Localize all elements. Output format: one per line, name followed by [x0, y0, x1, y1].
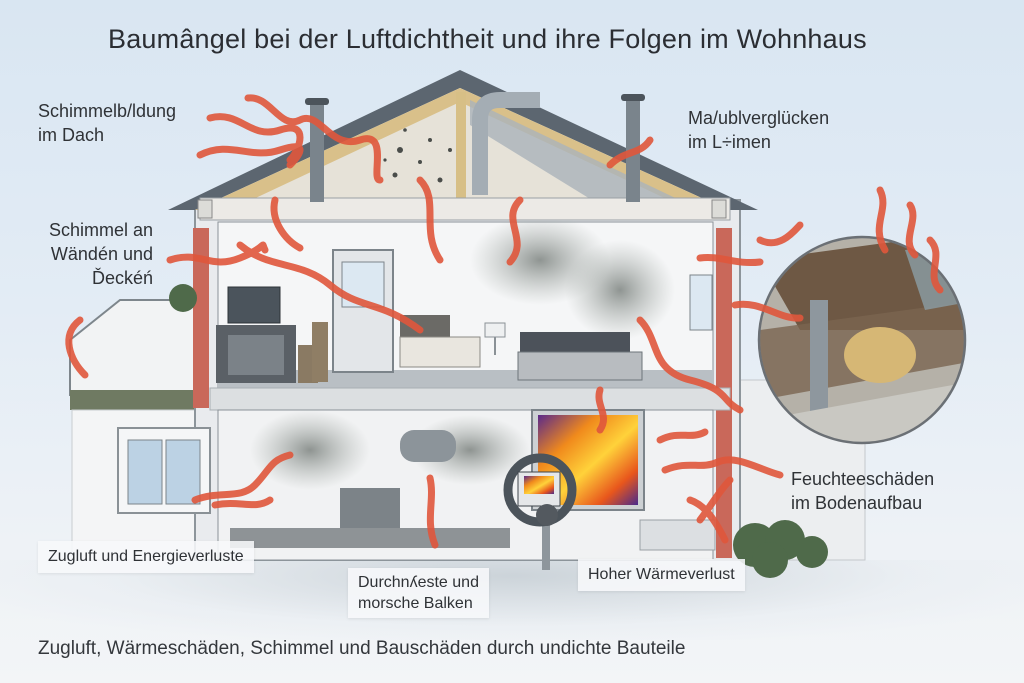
label-draft: Zugluft und Energieverluste — [38, 541, 254, 573]
label-roof-mold-line2: im Dach — [38, 125, 105, 145]
ground-fog — [0, 560, 1024, 640]
page-title: Baumângel bei der Luftdichtheit und ihre… — [108, 24, 867, 54]
detail-magnifier-circle — [757, 235, 967, 445]
label-roof-right-line1: Ma/ublverglücken — [688, 108, 830, 128]
roof — [168, 70, 758, 221]
label-beams-line2: morsche Balken — [358, 595, 473, 612]
label-roof-mold-line1: Schimmelb/ldung — [38, 101, 177, 121]
label-wall-mold-line1: Schimmel an — [48, 220, 153, 240]
label-floor-moisture-line2: im Bodenaufbau — [791, 493, 923, 513]
caption: Zugluft, Wärmeschäden, Schimmel und Baus… — [38, 638, 686, 659]
label-floor-moisture: Feuchteeschäden im Bodenaufbau — [791, 467, 934, 515]
label-roof-right: Ma/ublverglücken im L÷imen — [688, 106, 829, 154]
label-wall-mold-line3: Ďeckéń — [91, 268, 153, 288]
label-roof-mold: Schimmelb/ldung im Dach — [38, 99, 176, 147]
label-beams-line1: Durchnʎeste und — [358, 574, 479, 591]
house-body — [117, 199, 741, 561]
label-floor-moisture-line1: Feuchteeschäden — [791, 469, 935, 489]
label-beams: Durchnʎeste und morsche Balken — [348, 568, 489, 618]
label-heat-loss: Hoher Wärmeverlust — [578, 559, 745, 591]
label-roof-right-line2: im L÷imen — [688, 132, 771, 152]
label-wall-mold: Schimmel an Wändén und Ďeckéń — [38, 218, 153, 290]
air-leak-arrows — [65, 94, 944, 549]
thermal-camera — [503, 453, 577, 570]
bush — [169, 284, 828, 578]
label-wall-mold-line2: Wändén und — [50, 244, 153, 264]
